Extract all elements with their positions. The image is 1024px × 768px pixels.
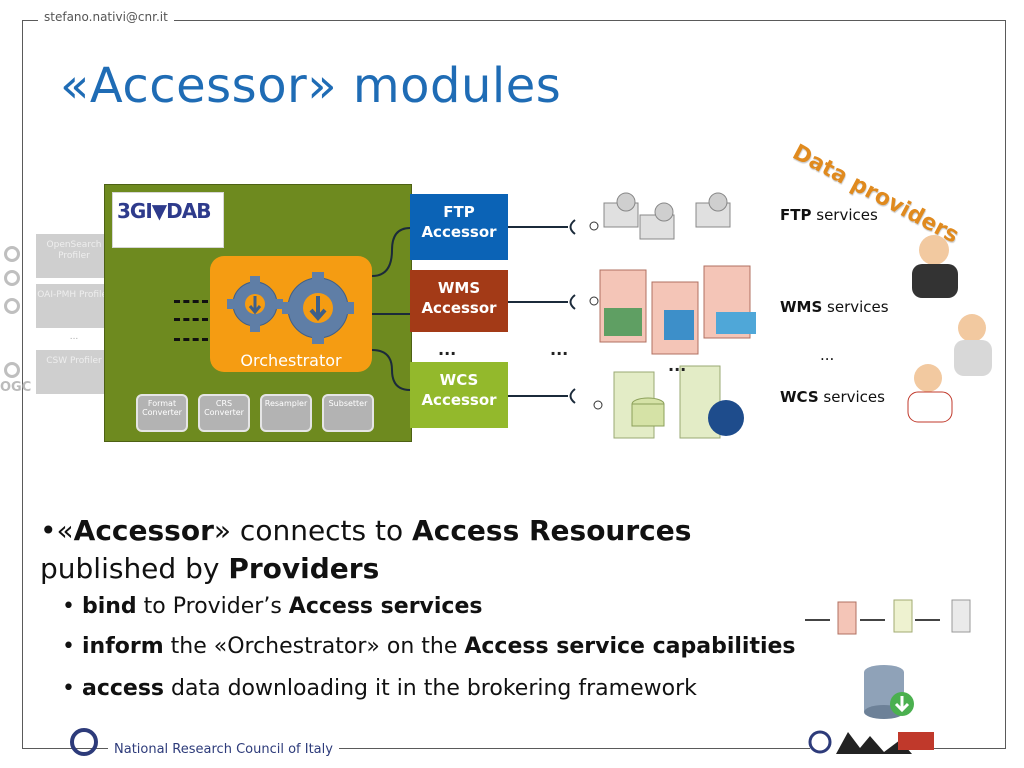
connector-icon [4,362,20,378]
wcs-accessor-line1: WCS [439,371,479,389]
services-ellipsis: ... [820,346,834,364]
sb-bold2: Access service capabilities [464,634,796,659]
rss-icon [4,246,20,262]
slide-frame [22,20,1006,749]
slide-title: «Accessor» modules [60,58,562,114]
essi-lab-logo [808,728,934,756]
svc-bold: WMS [780,298,823,316]
svc-rest: services [811,206,878,224]
wcs-server-icons [593,365,744,439]
sub-bullet-bind: • bind to Provider’s Access services [62,594,483,619]
gears-icon [227,272,354,344]
wms-server-icons [589,265,756,355]
geodab-logo-text: 3GI▼DAB [117,199,211,223]
svc-bold: FTP [780,206,812,224]
rss-icon [4,270,20,286]
wms-services-label: WMS services [780,298,889,316]
orchestrator-label: Orchestrator [240,351,342,370]
main-bullet: •«Accessor» connects to Access Resources… [40,514,692,585]
ftp-accessor: FTP Accessor [410,194,508,260]
dashed-link [174,300,208,303]
provider-people-icons [907,235,992,423]
plugin-resampler: Resampler [260,394,312,432]
database-download-icon [864,665,914,719]
server-ellipsis: ... [668,356,687,375]
connector-icon [4,298,20,314]
mb-b2: Access Resources [412,514,692,547]
geodab-logo: 3GI▼DAB [112,192,224,248]
wcs-accessor-line2: Accessor [421,391,497,410]
wms-accessor-line2: Accessor [421,299,497,318]
plugin-crs-converter: CRS Converter [198,394,250,432]
sb-rest: the «Orchestrator» on the [163,634,465,659]
sb-bold2: Access services [288,594,483,619]
cnr-logo-icon [70,728,98,756]
ftp-accessor-line1: FTP [443,203,475,221]
ftp-services-label: FTP services [780,206,878,224]
mb-p2: » connects to [213,514,413,547]
connector-ellipsis: ... [550,340,569,359]
dashed-link [174,338,208,341]
svc-bold: WCS [780,388,819,406]
profiler-csw: CSW Profiler [36,350,112,394]
ftp-accessor-line2: Accessor [421,223,497,242]
svc-rest: ... [820,346,835,364]
sb-bold: access [81,676,165,701]
mb-p1: « [56,514,74,547]
plugin-subsetter: Subsetter [322,394,374,432]
mb-b1: Accessor [73,514,214,547]
orchestrator: Orchestrator [210,256,372,372]
ftp-server-icons [589,192,731,240]
profiler-ellipsis: ... [69,332,79,342]
sb-bold: inform [81,634,164,659]
footer-org: National Research Council of Italy [108,742,339,757]
wcs-services-label: WCS services [780,388,885,406]
profiler-opensearch: OpenSearch Profiler [36,234,112,278]
dashed-link [174,318,208,321]
wms-accessor: WMS Accessor [410,270,508,332]
mb-b3: Providers [228,552,380,585]
wms-accessor-line1: WMS [437,279,481,297]
accessor-ellipsis: ... [438,340,457,359]
svc-rest: services [818,388,885,406]
mb-p3: published by [40,552,229,585]
sb-rest: data downloading it in the brokering fra… [164,676,697,701]
author-email: stefano.nativi@cnr.it [38,10,174,24]
wcs-accessor: WCS Accessor [410,362,508,428]
svc-rest: services [822,298,889,316]
sub-bullet-access: • access data downloading it in the brok… [62,676,697,701]
profiler-oai-pmh: OAI-PMH Profiler [36,284,112,328]
plugin-format-converter: Format Converter [136,394,188,432]
sb-bold: bind [81,594,137,619]
sb-rest: to Provider’s [136,594,289,619]
sub-bullet-inform: • inform the «Orchestrator» on the Acces… [62,634,796,659]
mini-server-icons [837,599,971,635]
ogc-label: OGC [0,380,32,395]
